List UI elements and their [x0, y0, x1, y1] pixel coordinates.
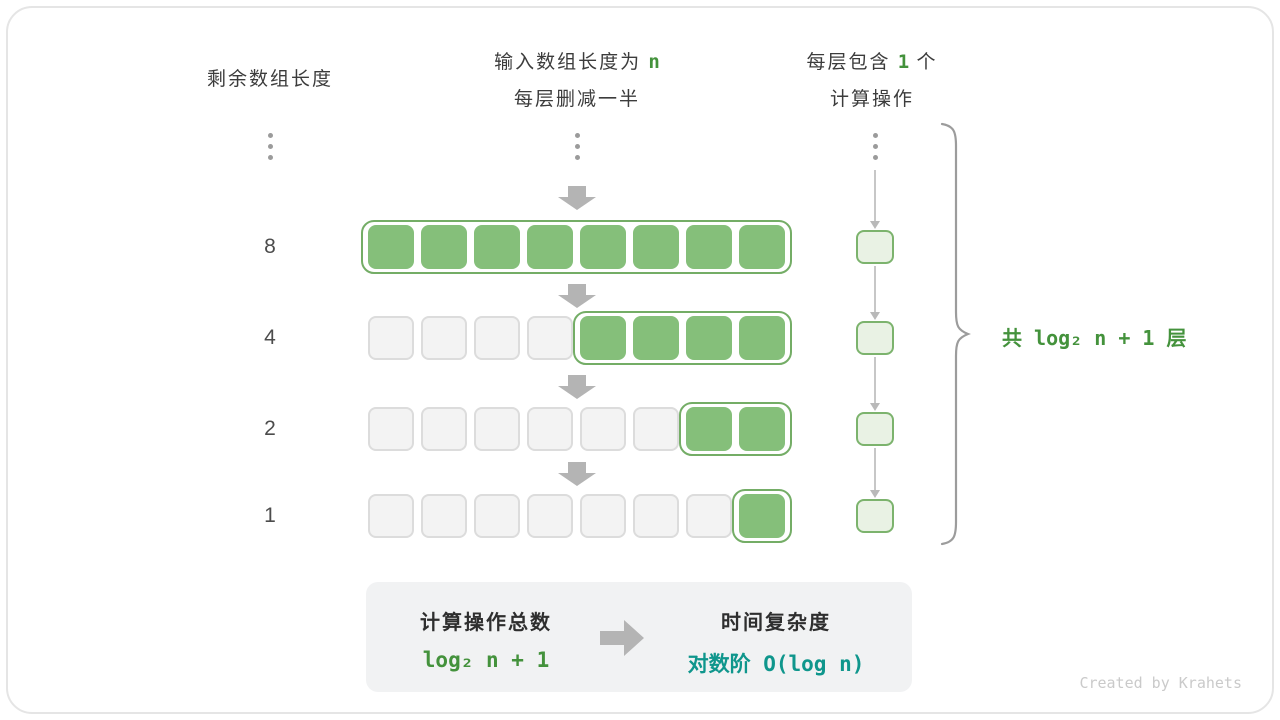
array-cell: [527, 316, 573, 360]
total-levels-label: 共 log₂ n + 1 层: [1002, 326, 1187, 350]
array-cell: [739, 225, 785, 269]
array-cell: [474, 407, 520, 451]
row-label: 1: [264, 504, 276, 527]
ellipsis-dots-right: [870, 133, 880, 160]
column-header-remaining-length: 剩余数组长度: [206, 69, 333, 90]
array-cell: [739, 316, 785, 360]
array-cell: [739, 407, 785, 451]
array-cell: [633, 494, 679, 538]
array-cell: [633, 316, 679, 360]
array-cell: [421, 225, 467, 269]
row-label: 4: [264, 326, 276, 349]
row-label: 8: [264, 235, 276, 258]
summary-ops-value: log₂ n + 1: [422, 648, 550, 672]
ellipsis-dots-left: [265, 133, 275, 160]
operation-box: [856, 499, 894, 533]
array-cell: [421, 407, 467, 451]
summary-complexity-block: 时间复杂度 对数阶 O(log n): [656, 606, 896, 678]
array-cell: [686, 494, 732, 538]
credit-text: Created by Krahets: [1079, 674, 1242, 692]
array-cell: [368, 407, 414, 451]
header-input-length-text: 输入数组长度为: [494, 52, 649, 73]
operation-box: [856, 230, 894, 264]
array-cell: [580, 407, 626, 451]
header-n-highlight: n: [648, 51, 660, 73]
array-cell: [580, 316, 626, 360]
column-header-input-length: 输入数组长度为 n: [437, 47, 717, 74]
array-cell: [527, 225, 573, 269]
ellipsis-dots-middle: [572, 133, 582, 160]
operation-box: [856, 321, 894, 355]
column-header-compute-op: 计算操作: [829, 89, 914, 110]
array-cell: [527, 494, 573, 538]
array-cell: [739, 494, 785, 538]
array-cell: [368, 225, 414, 269]
array-cell: [580, 225, 626, 269]
array-cell: [421, 316, 467, 360]
header-ops-count-highlight: 1: [897, 51, 910, 73]
summary-complexity-title: 时间复杂度: [721, 612, 831, 634]
operation-box: [856, 412, 894, 446]
array-cell: [474, 316, 520, 360]
array-cell: [527, 407, 573, 451]
column-header-ops-per-level: 每层包含 1 个: [752, 47, 992, 74]
header-ops-suffix: 个: [909, 52, 938, 73]
array-cell: [580, 494, 626, 538]
header-ops-prefix: 每层包含: [806, 52, 898, 73]
column-header-halving: 每层删减一半: [513, 89, 640, 110]
array-cell: [421, 494, 467, 538]
array-cell: [474, 225, 520, 269]
array-cell: [686, 225, 732, 269]
row-label: 2: [264, 417, 276, 440]
array-cell: [633, 225, 679, 269]
array-cell: [686, 316, 732, 360]
array-cell: [368, 494, 414, 538]
summary-ops-block: 计算操作总数 log₂ n + 1: [380, 606, 592, 672]
array-cell: [686, 407, 732, 451]
array-cell: [368, 316, 414, 360]
array-cell: [633, 407, 679, 451]
array-cell: [474, 494, 520, 538]
summary-complexity-value: 对数阶 O(log n): [687, 652, 865, 676]
summary-ops-title: 计算操作总数: [420, 612, 552, 634]
